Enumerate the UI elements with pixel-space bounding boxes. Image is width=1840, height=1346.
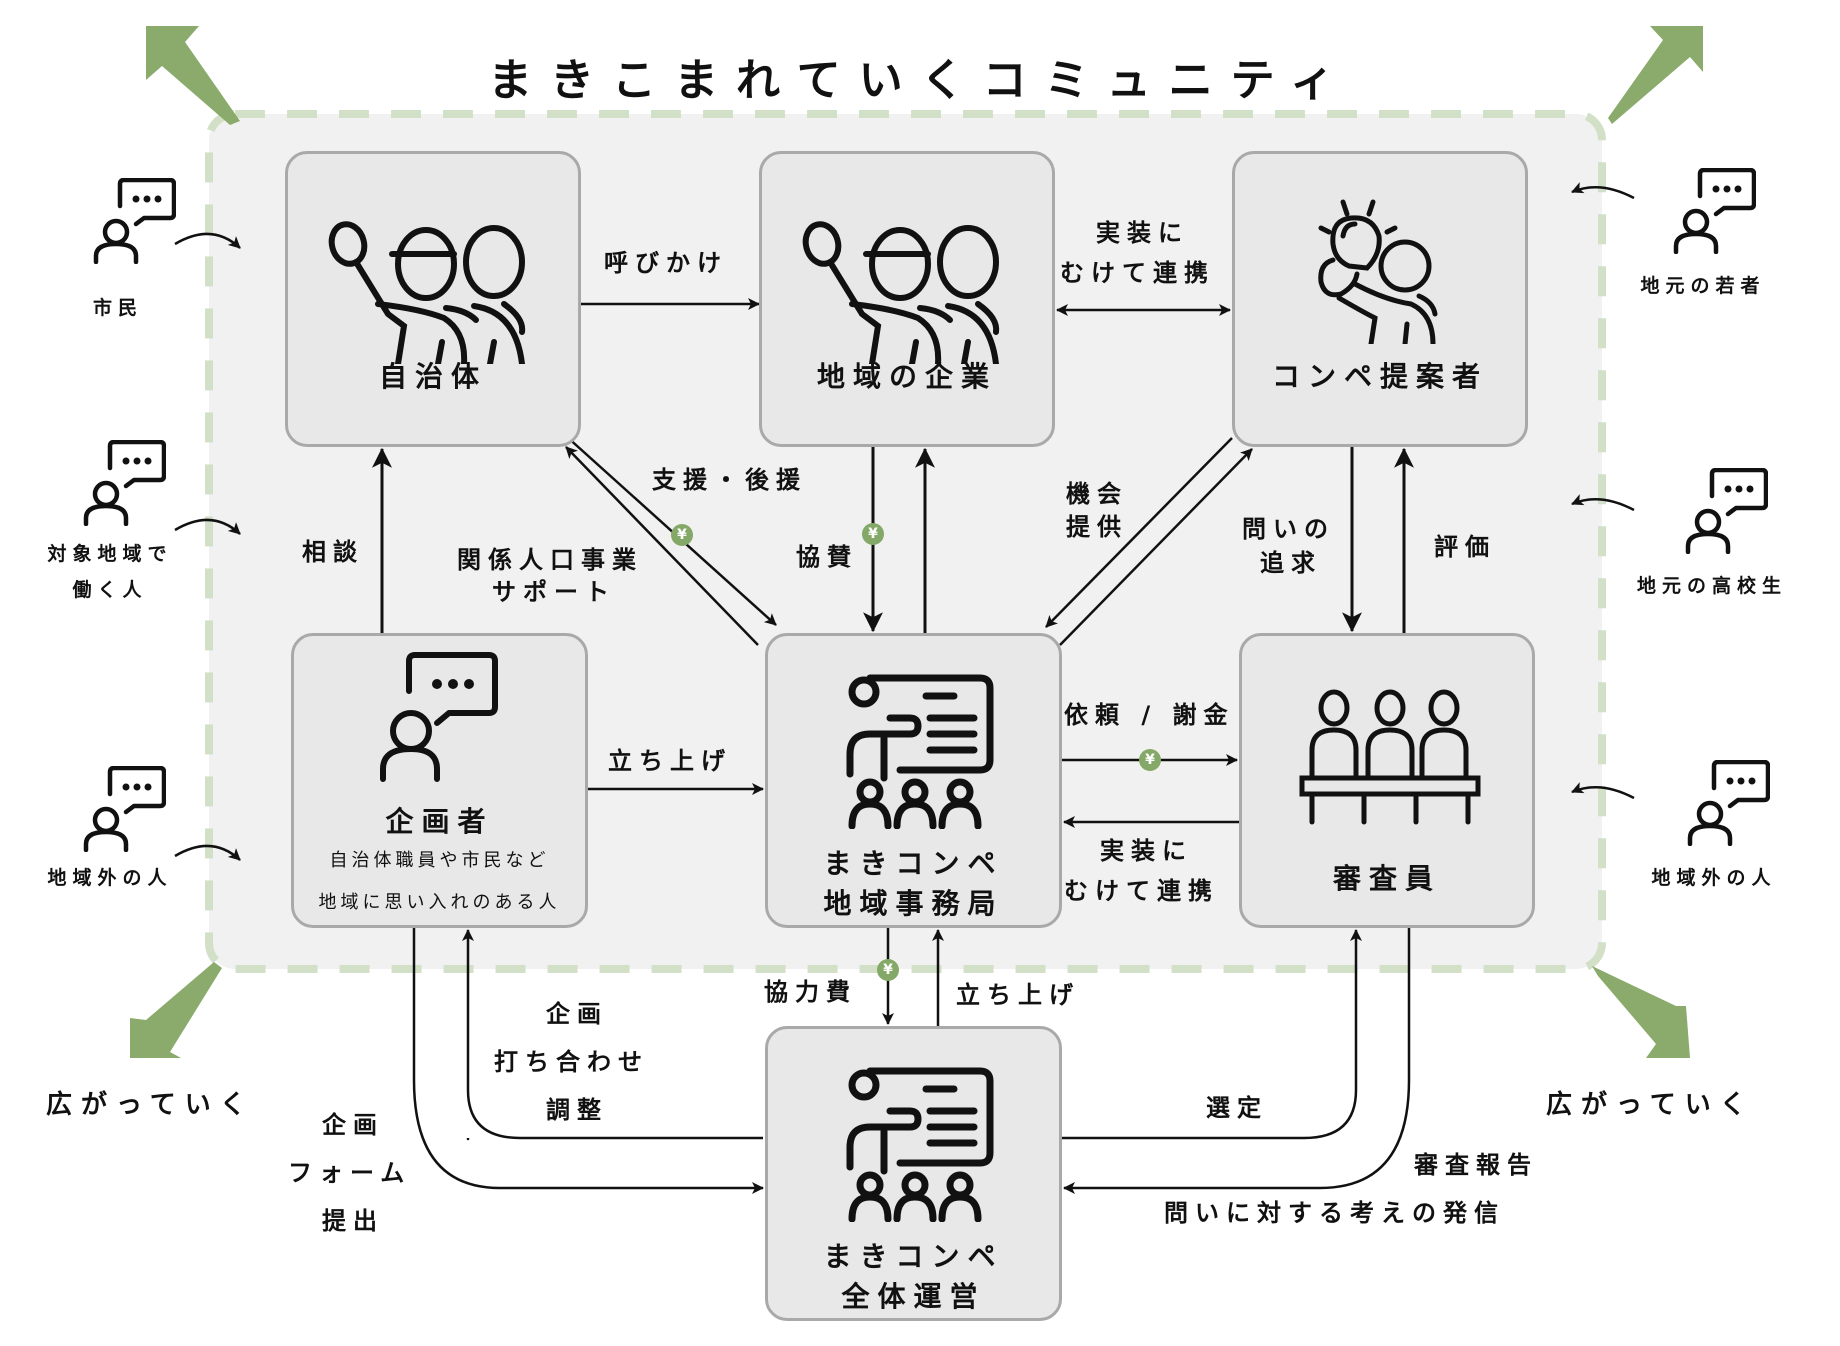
outside-person-label: 対象地域で働く人: [47, 543, 173, 602]
yen-badge: ¥: [1139, 749, 1161, 771]
edge-label-evaluation: 評価: [1434, 533, 1496, 561]
expand-arrow-top-left: [146, 26, 240, 125]
connector-path: [468, 930, 763, 1141]
outside-person-label: 地域外の人: [1651, 867, 1777, 889]
edge-label-meeting-2: 打ち合わせ: [494, 1048, 649, 1076]
node-planner: 企画者 自治体職員や市民など 地域に思い入れのある人: [291, 633, 588, 928]
expand-arrow-top-right: [1608, 26, 1703, 124]
node-municipality: 自治体: [285, 151, 581, 447]
expand-arrow-bottom-left: [130, 962, 222, 1058]
edge-label-opportunity-2: 提供: [1066, 513, 1128, 541]
edge-label-request-fee: 依頼 / 謝金: [1064, 701, 1235, 729]
edge-label-consult: 相談: [302, 538, 364, 566]
inflow-arrow: [174, 518, 241, 535]
inflow-arrow: [1571, 782, 1635, 800]
connector-line: [565, 446, 759, 646]
edge-label-meeting-1: 企画: [546, 1000, 608, 1028]
edge-label-call: 呼びかけ: [604, 249, 728, 277]
inflow-arrow: [174, 844, 241, 861]
spread-label-left: 広がっていく: [46, 1090, 255, 1120]
edge-label-collab-top-1: 実装に: [1096, 219, 1189, 247]
edge-label-form-2: フォーム: [288, 1159, 412, 1187]
node-label: 地域の企業: [816, 360, 997, 393]
outside-person-label: 市民: [92, 297, 143, 319]
node-sublabel: 地域に思い入れのある人: [318, 892, 561, 913]
edge-label-relation-1: 関係人口事業: [457, 546, 643, 574]
edge-label-launch-bottom: 立ち上げ: [956, 981, 1080, 1009]
node-label: 審査員: [1332, 862, 1441, 895]
person-speech-icon: [380, 652, 498, 782]
connector-path: [412, 928, 764, 1194]
person-speech-icon: [83, 440, 166, 526]
edge-label-question-2: 追求: [1260, 549, 1322, 577]
edge-label-form-1: 企画: [322, 1111, 384, 1139]
node-judges: 審査員: [1239, 633, 1535, 928]
edge-label-question-1: 問いの: [1242, 515, 1335, 543]
edge-label-collab-mid-1: 実装に: [1100, 837, 1193, 865]
yen-badge: ¥: [877, 959, 899, 981]
people-cheering-icon: [802, 221, 1000, 364]
connector-path: [1062, 929, 1362, 1140]
presentation-audience-icon: [846, 674, 994, 829]
node-label: 自治体: [378, 360, 487, 393]
diagram-title: まきこまれていくコミュニティ: [487, 55, 1353, 106]
node-label: 全体運営: [841, 1280, 986, 1313]
edge-label-form-3: 提出: [322, 1207, 384, 1235]
edge-label-coop-fee: 協力費: [764, 978, 857, 1006]
person-speech-icon: [1673, 168, 1756, 254]
spread-label-right: 広がっていく: [1546, 1090, 1755, 1120]
inflow-arrow: [1571, 494, 1635, 512]
edge-label-question-message: 問いに対する考えの発信: [1164, 1199, 1505, 1227]
node-proposer: コンペ提案者: [1232, 151, 1528, 447]
person-speech-icon: [1685, 468, 1768, 554]
edge-label-support: 支援・後援: [652, 466, 807, 494]
node-overall-ops: まきコンペ 全体運営: [765, 1026, 1062, 1321]
edge-label-meeting-3: 調整: [546, 1096, 608, 1124]
connector-line: [1059, 448, 1253, 646]
connector-line: [1045, 437, 1233, 628]
outside-person-label: 地域外の人: [47, 867, 173, 889]
inflow-arrow: [1571, 182, 1635, 200]
judges-panel-icon: [1299, 689, 1481, 825]
node-local-company: 地域の企業: [759, 151, 1055, 447]
idea-person-icon: [1318, 199, 1438, 344]
node-local-office: まきコンペ 地域事務局: [765, 633, 1062, 928]
people-cheering-icon: [328, 221, 526, 364]
node-label: 地域事務局: [823, 887, 1004, 920]
node-label: まきコンペ: [823, 847, 1004, 880]
inflow-arrow: [174, 232, 241, 249]
node-label: 企画者: [385, 805, 494, 838]
node-label: コンペ提案者: [1271, 360, 1488, 393]
edge-label-review-report: 審査報告: [1414, 1151, 1538, 1179]
person-speech-icon: [93, 178, 176, 264]
edge-label-relation-2: サポート: [492, 578, 616, 606]
yen-badge: ¥: [862, 523, 884, 545]
edge-label-selection: 選定: [1206, 1094, 1268, 1122]
edge-label-collab-top-2: むけて連携: [1060, 259, 1215, 287]
outside-person-label: 地元の若者: [1640, 275, 1766, 297]
outside-person-label: 地元の高校生: [1636, 575, 1787, 597]
presentation-audience-icon: [846, 1067, 994, 1222]
node-label: まきコンペ: [823, 1240, 1004, 1273]
edge-label-launch-mid: 立ち上げ: [608, 747, 732, 775]
person-speech-icon: [83, 766, 166, 852]
edge-label-collab-mid-2: むけて連携: [1064, 877, 1219, 905]
edge-label-sponsor: 協賛: [796, 543, 858, 571]
edge-label-opportunity-1: 機会: [1066, 480, 1128, 508]
yen-badge: ¥: [671, 524, 693, 546]
person-speech-icon: [1687, 760, 1770, 846]
node-sublabel: 自治体職員や市民など: [329, 850, 550, 871]
expand-arrow-bottom-right: [1592, 966, 1690, 1058]
connector-path: [1063, 928, 1411, 1194]
